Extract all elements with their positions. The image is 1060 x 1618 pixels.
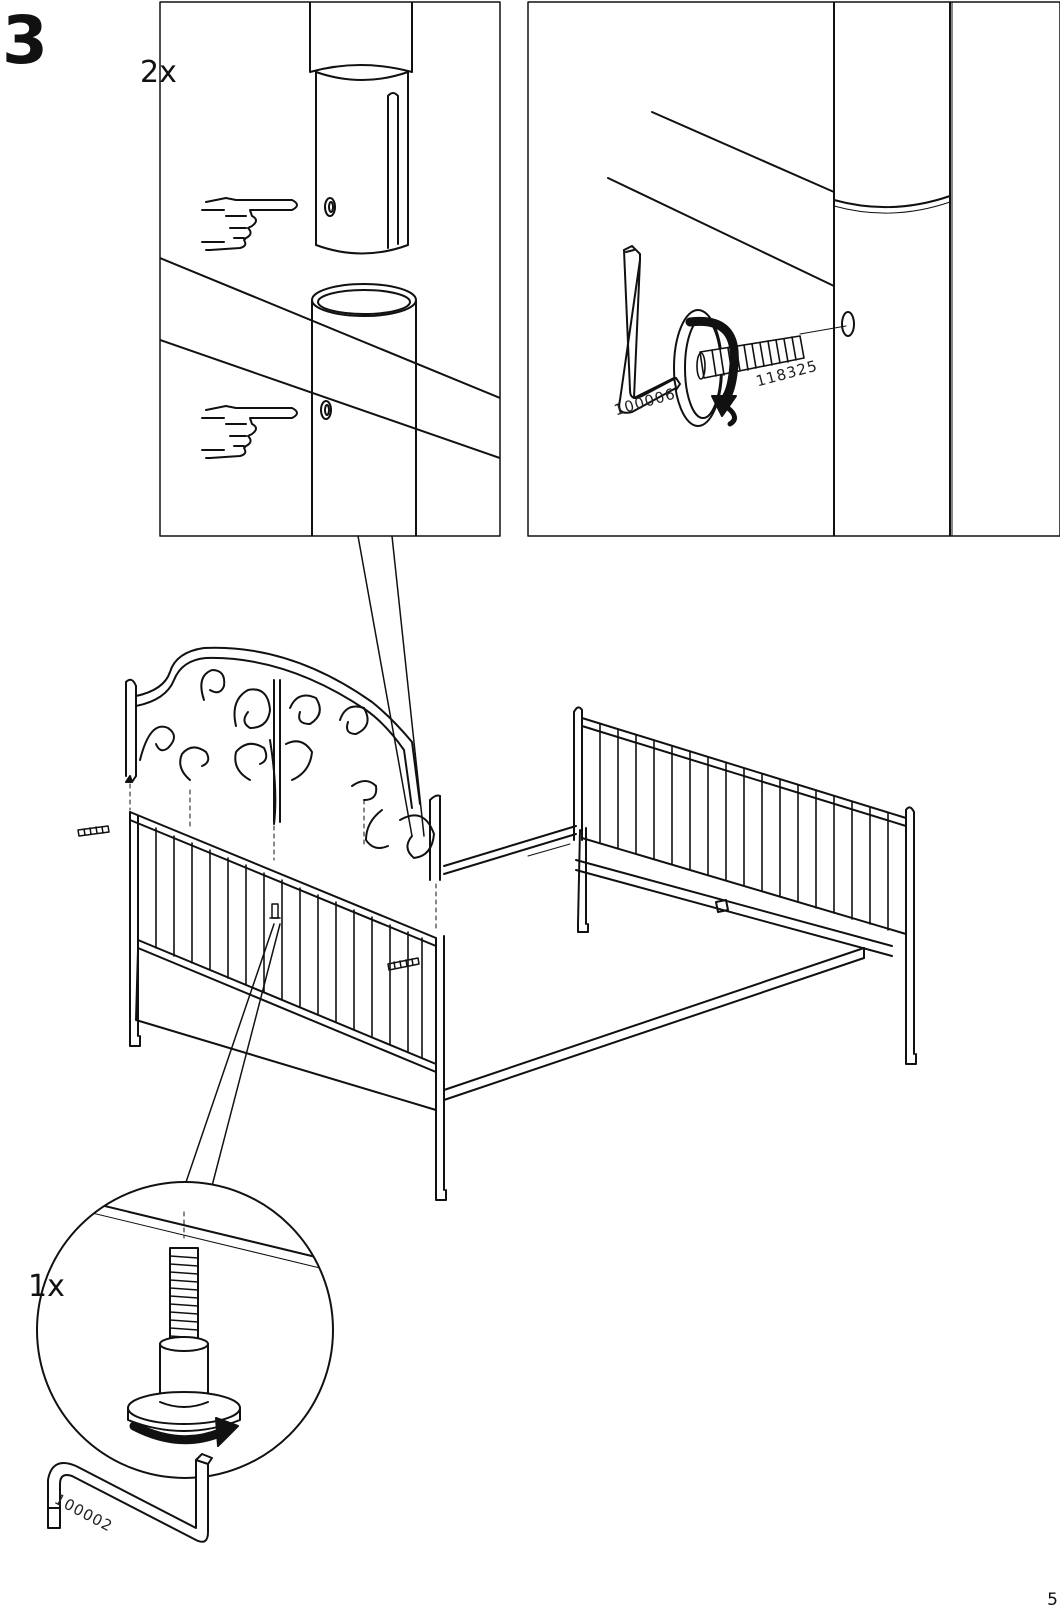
bed-frame (77, 646, 917, 1201)
rotate-arrow-icon (129, 1417, 239, 1447)
headboard-top (125, 646, 441, 931)
side-rails (135, 825, 893, 1111)
leg-bolt-detail (36, 1181, 334, 1543)
footboard (573, 706, 917, 1065)
callout-lines (183, 535, 425, 1189)
bolt-insert-center (269, 903, 281, 919)
page-number: 5 (1047, 1590, 1058, 1610)
pointing-hand-icon (201, 197, 298, 251)
tube-joint-detail-panel (159, 1, 501, 537)
pointing-hand-icon (201, 405, 298, 459)
bolt-insert-right (387, 957, 420, 971)
headboard-bottom (129, 811, 447, 1201)
bolt-insert-left (77, 825, 110, 837)
rotate-arrow-icon (685, 316, 739, 427)
quantity-label-detail: 1x (28, 1269, 65, 1304)
step-number: 3 (2, 2, 48, 79)
bolt-detail-panel (527, 1, 1060, 537)
quantity-label-top: 2x (140, 55, 177, 90)
